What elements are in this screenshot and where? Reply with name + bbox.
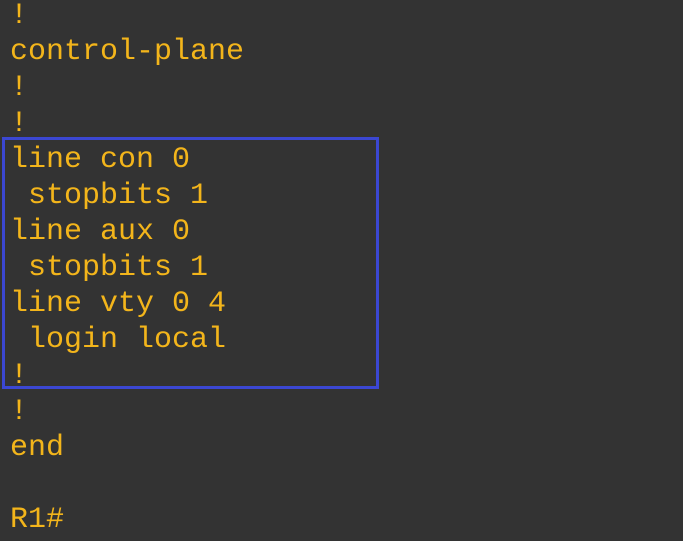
config-line: control-plane — [10, 35, 245, 69]
config-line: end — [10, 431, 65, 465]
cli-prompt[interactable]: R1# — [10, 503, 65, 537]
config-line: line con 0 — [10, 143, 191, 177]
config-line: stopbits 1 — [10, 251, 209, 285]
config-line: line vty 0 4 — [10, 287, 227, 321]
config-line: ! — [10, 71, 29, 105]
line-config-highlight-box — [2, 137, 379, 389]
config-line: ! — [10, 0, 29, 33]
config-line: line aux 0 — [10, 215, 191, 249]
config-line: ! — [10, 107, 29, 141]
config-line: login local — [10, 323, 227, 357]
config-line: ! — [10, 395, 29, 429]
config-line: stopbits 1 — [10, 179, 209, 213]
config-line: ! — [10, 359, 29, 393]
